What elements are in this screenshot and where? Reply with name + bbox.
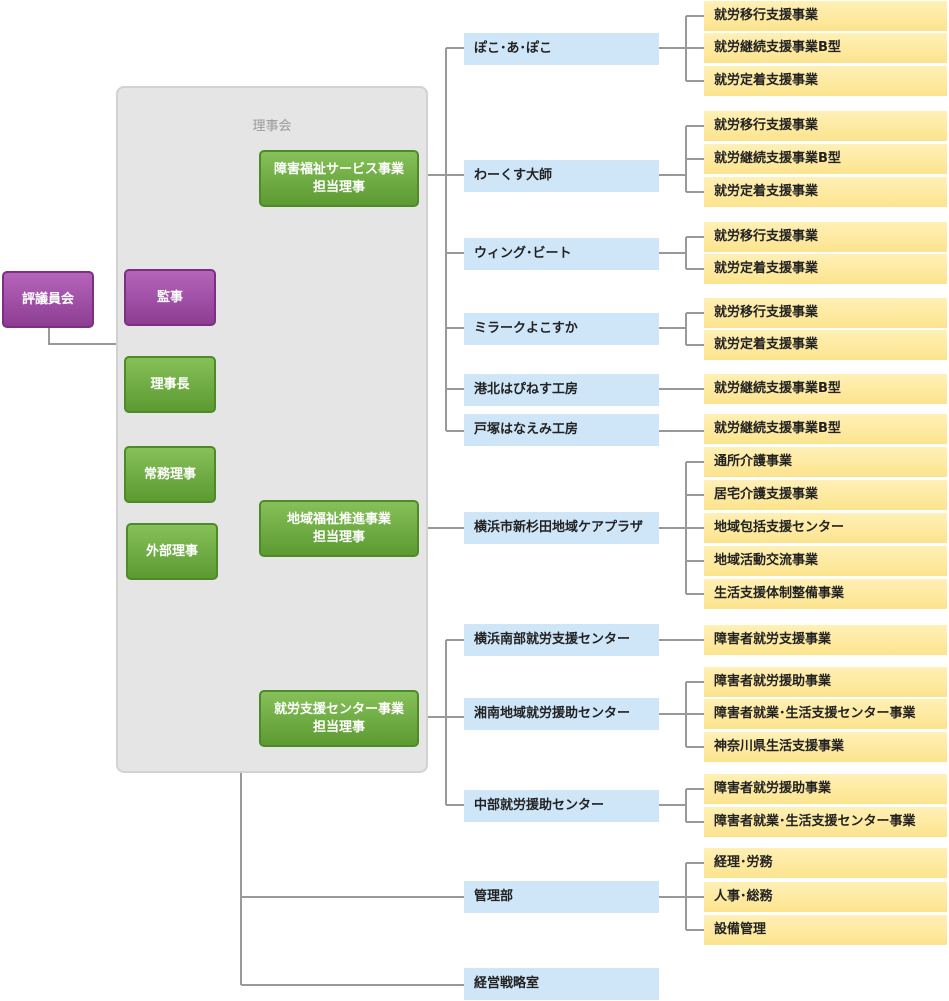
facility-box: 湘南地域就労援助センター — [464, 698, 659, 730]
board-title: 理事会 — [252, 119, 292, 134]
facility-box: 経営戦略室 — [464, 968, 659, 1000]
facility-box: 横浜市新杉田地域ケアプラザ — [464, 512, 659, 544]
facility-box: 中部就労援助センター — [464, 790, 659, 822]
service-box: 就労継続支援事業B型 — [704, 33, 947, 63]
service-box: 通所介護事業 — [704, 447, 947, 477]
facility-box: 管理部 — [464, 881, 659, 913]
service-box: 就労定着支援事業 — [704, 330, 947, 360]
service-box: 就労移行支援事業 — [704, 222, 947, 252]
facility-box: ミラークよこすか — [464, 313, 659, 345]
service-box: 就労移行支援事業 — [704, 298, 947, 328]
service-box: 地域活動交流事業 — [704, 546, 947, 576]
community-director-box: 地域福祉推進事業 担当理事 — [259, 500, 419, 557]
service-box: 就労継続支援事業B型 — [704, 144, 947, 174]
service-box: 人事･総務 — [704, 882, 947, 912]
service-box: 神奈川県生活支援事業 — [704, 732, 947, 762]
service-box: 障害者就業･生活支援センター事業 — [704, 807, 947, 837]
facility-box: 戸塚はなえみ工房 — [464, 414, 659, 446]
chairman-box: 理事長 — [124, 356, 216, 413]
service-box: 生活支援体制整備事業 — [704, 579, 947, 609]
service-box: 就労移行支援事業 — [704, 1, 947, 31]
service-box: 地域包括支援センター — [704, 513, 947, 543]
service-box: 障害者就労支援事業 — [704, 625, 947, 655]
facility-box: 港北はぴねす工房 — [464, 374, 659, 406]
service-box: 経理･労務 — [704, 848, 947, 878]
service-box: 障害者就労援助事業 — [704, 774, 947, 804]
external-director-box: 外部理事 — [126, 523, 218, 580]
service-box: 就労定着支援事業 — [704, 177, 947, 207]
council-box: 評議員会 — [2, 271, 94, 328]
service-box: 就労定着支援事業 — [704, 66, 947, 96]
service-box: 就労継続支援事業B型 — [704, 374, 947, 404]
facility-box: 横浜南部就労支援センター — [464, 624, 659, 656]
service-box: 障害者就労援助事業 — [704, 667, 947, 697]
service-box: 就労移行支援事業 — [704, 111, 947, 141]
facility-box: わーくす大師 — [464, 160, 659, 192]
facility-box: ウィング･ビート — [464, 238, 659, 270]
service-box: 設備管理 — [704, 915, 947, 945]
service-box: 就労定着支援事業 — [704, 254, 947, 284]
employment-director-box: 就労支援センター事業 担当理事 — [259, 690, 419, 747]
service-box: 障害者就業･生活支援センター事業 — [704, 699, 947, 729]
service-box: 居宅介護支援事業 — [704, 480, 947, 510]
executive-director-box: 常務理事 — [124, 446, 216, 503]
welfare-director-box: 障害福祉サービス事業 担当理事 — [259, 150, 419, 207]
service-box: 就労継続支援事業B型 — [704, 414, 947, 444]
auditor-box: 監事 — [124, 269, 216, 326]
facility-box: ぽこ･あ･ぽこ — [464, 33, 659, 65]
